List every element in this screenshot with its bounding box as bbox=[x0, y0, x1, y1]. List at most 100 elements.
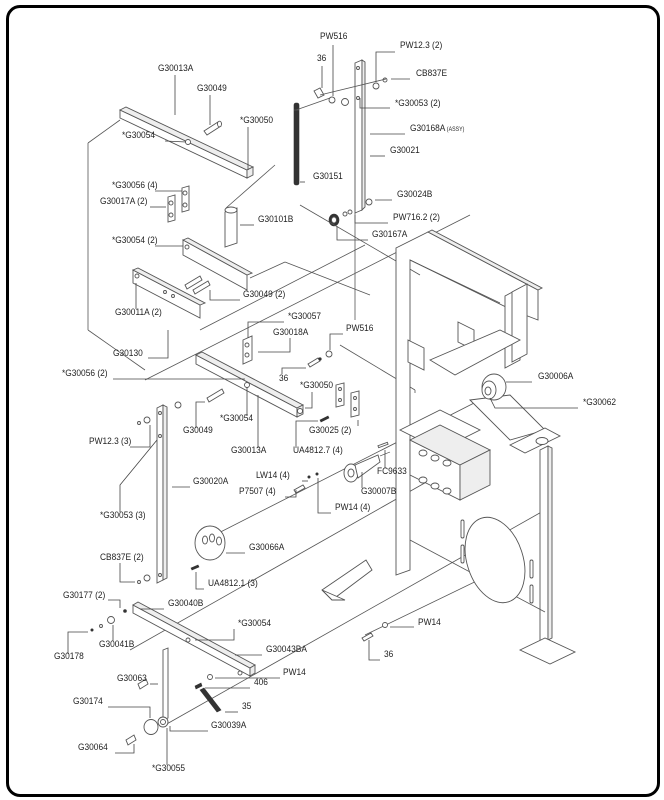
part-label-g30043ba: G30043BA bbox=[266, 645, 307, 655]
part-number: G30168A bbox=[410, 123, 446, 134]
bar-g30013a-mid bbox=[195, 351, 304, 418]
part-label-g30011a-2: G30011A (2) bbox=[115, 308, 162, 318]
part-label-fc9633: FC9633 bbox=[377, 467, 407, 477]
hardware-mid bbox=[307, 350, 333, 368]
leader-36-mid bbox=[281, 367, 306, 374]
part-number: G30066A bbox=[249, 542, 285, 553]
part-number: G30013A bbox=[158, 63, 194, 74]
part-label-g30040b: G30040B bbox=[168, 599, 203, 609]
part-label-g30053-2: *G30053 (2) bbox=[395, 99, 441, 109]
part-number: *G30054 bbox=[220, 413, 254, 424]
part-number: G30017A (2) bbox=[100, 196, 148, 207]
part-label-g30054-2: *G30054 (2) bbox=[112, 236, 158, 246]
upright-g30168a bbox=[354, 59, 366, 214]
part-label-36-low: 36 bbox=[384, 650, 393, 660]
part-number: G30064 bbox=[78, 742, 108, 753]
plates-g30017a bbox=[167, 185, 190, 223]
leader-g30054 bbox=[164, 140, 187, 143]
part-label-g30006a: G30006A bbox=[538, 372, 573, 382]
part-number: *G30053 (3) bbox=[100, 510, 146, 521]
part-label-g30021: G30021 bbox=[390, 146, 420, 156]
part-number: G30049 bbox=[197, 83, 227, 94]
part-label-g30062: *G30062 bbox=[583, 398, 616, 408]
hardware-roller bbox=[293, 472, 319, 494]
part-number: PW12.3 (2) bbox=[400, 40, 443, 51]
leader-ua4812-1 bbox=[195, 572, 204, 590]
leader-g30174 bbox=[108, 706, 151, 718]
part-number: 406 bbox=[254, 677, 268, 688]
part-label-g30101b: G30101B bbox=[258, 215, 293, 225]
part-label-g30056-4: *G30056 (4) bbox=[112, 181, 158, 191]
part-number: G30025 (2) bbox=[309, 425, 352, 436]
part-label-36-top: 36 bbox=[317, 54, 326, 64]
part-number: PW12.3 (3) bbox=[89, 436, 132, 447]
knob-g30167a bbox=[328, 198, 373, 227]
leader-ua4812-7 bbox=[295, 420, 318, 448]
washer-pw14-low bbox=[207, 674, 213, 680]
part-number: UA4812.7 (4) bbox=[293, 445, 343, 456]
part-label-g30054-top: *G30054 bbox=[122, 131, 155, 141]
part-number: 36 bbox=[384, 649, 394, 660]
part-label-g30177-2: G30177 (2) bbox=[63, 591, 105, 601]
spring-link bbox=[295, 97, 331, 111]
leader-g30130 bbox=[148, 330, 169, 359]
part-label-g30049-top: G30049 bbox=[197, 84, 227, 94]
part-label-pw14-low: PW14 bbox=[283, 668, 306, 678]
part-number: *G30050 bbox=[240, 115, 274, 126]
leader-g30039a bbox=[169, 726, 208, 732]
part-number: *G30054 bbox=[238, 618, 272, 629]
bar-g30043ba bbox=[132, 601, 256, 677]
part-number: 35 bbox=[242, 701, 252, 712]
part-number: *G30056 (2) bbox=[62, 368, 108, 379]
part-number: G30007B bbox=[361, 486, 397, 497]
part-label-g30050-top: *G30050 bbox=[240, 116, 273, 126]
part-number: UA4812.1 (3) bbox=[208, 578, 258, 589]
leader-pw12-3-3 bbox=[130, 425, 151, 448]
leader-pw516-mid bbox=[329, 333, 343, 350]
part-number: G30018A bbox=[273, 327, 309, 338]
leader-g30053 bbox=[359, 98, 390, 109]
part-number: G30013A bbox=[231, 445, 267, 456]
part-label-g30055: *G30055 bbox=[152, 764, 185, 774]
part-label-cb837e: CB837E bbox=[416, 69, 447, 79]
part-label-g30057: *G30057 bbox=[288, 312, 321, 322]
part-label-g30049-mid: G30049 bbox=[183, 426, 213, 436]
bracket-g30018a bbox=[242, 335, 253, 365]
part-label-g30174: G30174 bbox=[73, 697, 103, 707]
part-label-g30013a-mid: G30013A bbox=[231, 446, 266, 456]
leader-p7507 bbox=[285, 490, 297, 498]
leader-pw14-4 bbox=[317, 478, 331, 514]
part-label-pw716-2: PW716.2 (2) bbox=[393, 213, 440, 223]
part-number: PW14 bbox=[283, 667, 306, 678]
part-label-406: 406 bbox=[254, 678, 268, 688]
leader-g30057 bbox=[247, 321, 284, 338]
leader-g30177 bbox=[108, 599, 121, 608]
spring-g30151 bbox=[293, 102, 300, 186]
part-number: PW14 (4) bbox=[335, 502, 371, 513]
part-number: *G30054 bbox=[122, 130, 156, 141]
part-label-g30178: G30178 bbox=[54, 652, 84, 662]
part-label-g30168a: G30168A (ASSY) bbox=[410, 124, 464, 134]
part-number: G30039A bbox=[211, 720, 247, 731]
leader-g30054-low bbox=[195, 629, 235, 641]
part-number: G30063 bbox=[117, 673, 147, 684]
part-number: G30024B bbox=[397, 189, 433, 200]
part-number: G30130 bbox=[113, 348, 143, 359]
part-number: PW516 bbox=[320, 31, 348, 42]
part-number: *G30056 (4) bbox=[112, 180, 158, 191]
leader-pw716 bbox=[354, 215, 388, 224]
part-number: G30043BA bbox=[266, 644, 307, 655]
part-number: G30177 (2) bbox=[63, 590, 106, 601]
part-label-g30013a-top: G30013A bbox=[158, 64, 193, 74]
part-label-g30054-low: *G30054 bbox=[238, 619, 271, 629]
part-number: G30151 bbox=[313, 171, 343, 182]
part-number: FC9633 bbox=[377, 466, 407, 477]
part-number: *G30053 (2) bbox=[395, 98, 441, 109]
part-label-ua4812-7: UA4812.7 (4) bbox=[293, 446, 343, 456]
part-label-g30056-2: *G30056 (2) bbox=[62, 369, 108, 379]
leader-g30062 bbox=[489, 397, 578, 409]
part-label-pw12-3-2: PW12.3 (2) bbox=[400, 41, 442, 51]
part-label-lw14-4: LW14 (4) bbox=[256, 471, 290, 481]
part-label-g30066a: G30066A bbox=[249, 543, 284, 553]
